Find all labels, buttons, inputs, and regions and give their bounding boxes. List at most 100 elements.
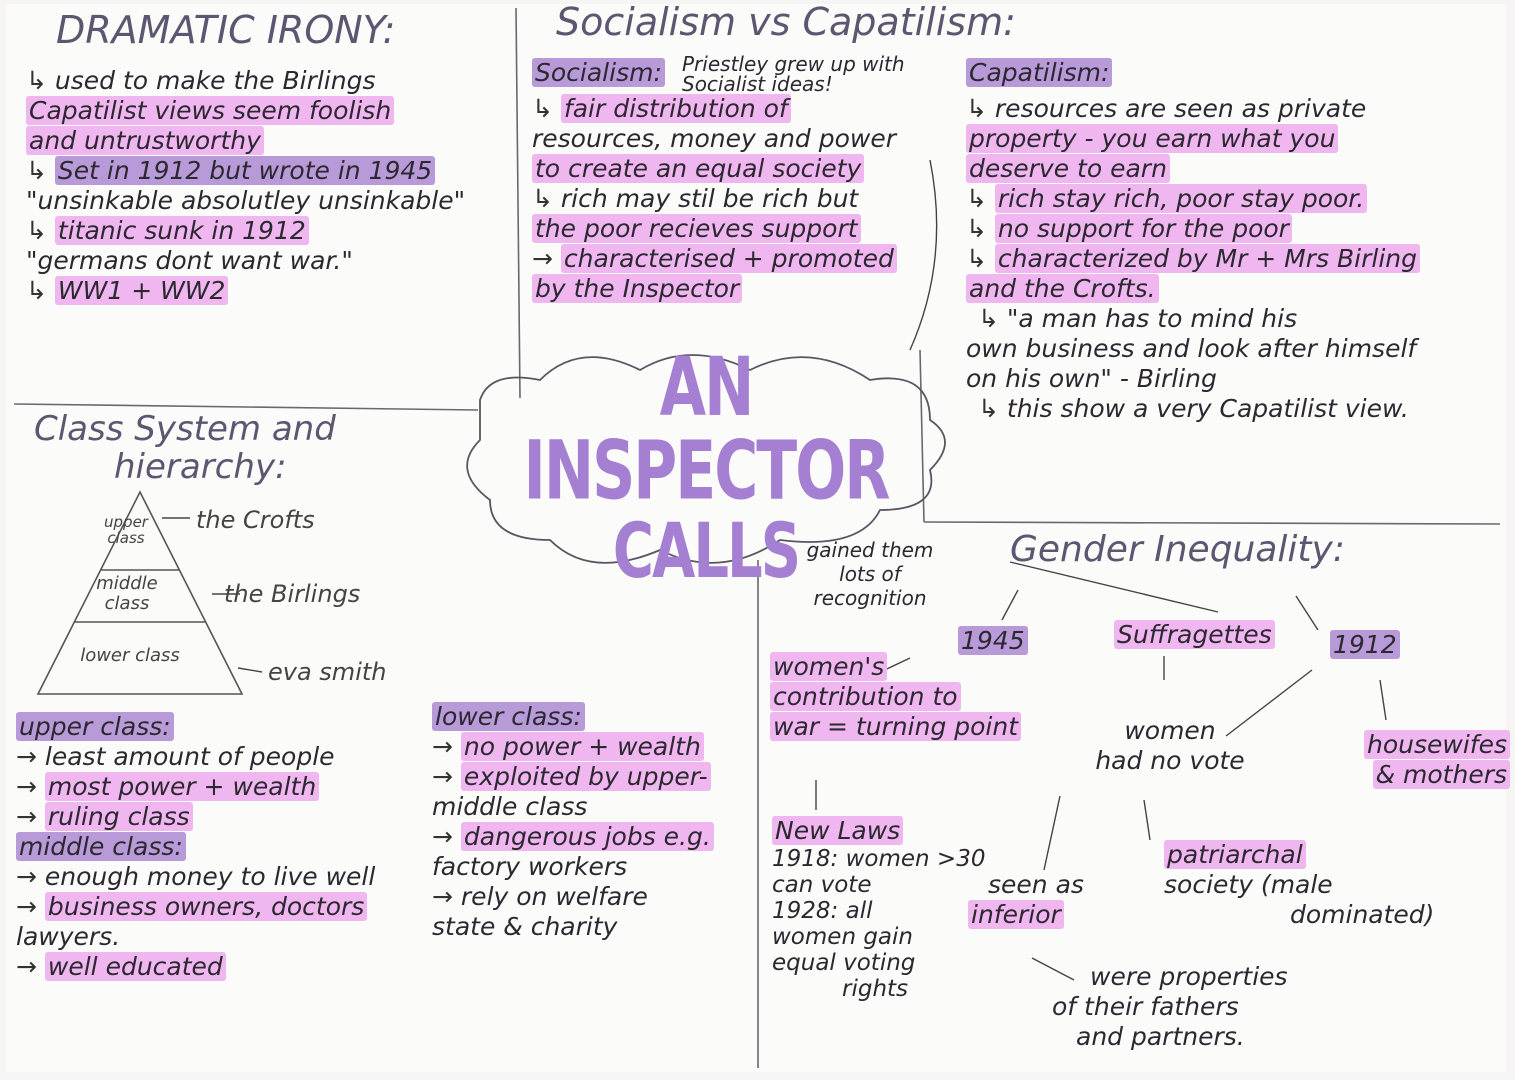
note-line: can vote — [772, 872, 872, 898]
priestley-note: Priestley grew up with Socialist ideas! — [682, 52, 905, 96]
note-line: women gain — [772, 924, 913, 950]
properties-notes: were properties of their fathers and par… — [1052, 962, 1312, 1052]
note-line: upper class: — [16, 712, 436, 742]
housewives-notes: housewifes & mothers — [1350, 730, 1510, 790]
arrow-icon: → — [532, 244, 561, 273]
lower-class-notes: lower class: → no power + wealth → explo… — [432, 702, 756, 942]
note-line: and the Crofts. — [966, 274, 1506, 304]
arrow-icon: → — [16, 892, 45, 921]
note-line: war = turning point — [770, 712, 1022, 742]
note-line: ↳ WW1 + WW2 — [26, 276, 506, 306]
note-line: ↳ resources are seen as private — [966, 94, 1367, 123]
quote-line: own business and look after himself — [966, 334, 1417, 363]
note-line: and untrustworthy — [26, 126, 506, 156]
no-vote-notes: women had no vote — [1080, 716, 1260, 776]
arrow-icon: → — [16, 742, 45, 771]
note-line: → ruling class — [16, 802, 436, 832]
note-line: 1928: all — [772, 898, 873, 924]
arrow-icon: → — [16, 952, 45, 981]
capitalism-notes: Capatilism: ↳ resources are seen as priv… — [966, 58, 1506, 424]
dramatic-irony-section: DRAMATIC IRONY: — [56, 8, 395, 52]
arrow-icon: ↳ — [532, 94, 561, 123]
main-title: AN INSPECTOR CALLS — [476, 346, 936, 592]
note-line: deserve to earn — [966, 154, 1506, 184]
gained-recognition-note: gained them lots of recognition — [806, 538, 934, 610]
upper-class-title: upper class: — [16, 712, 174, 741]
note-line: women — [1124, 716, 1216, 745]
note-line: patriarchal — [1164, 840, 1464, 870]
socialism-notes: Socialism: Priestley grew up with Social… — [532, 54, 942, 304]
arrow-icon: ↳ — [966, 244, 995, 273]
dramatic-irony-heading: DRAMATIC IRONY: — [56, 8, 396, 52]
arrow-icon: ↳ — [26, 66, 55, 95]
note-line: → dangerous jobs e.g. — [432, 822, 756, 852]
arrow-icon: ↳ — [978, 394, 1007, 423]
note-line: Capatilism: — [966, 58, 1506, 88]
note-line: → exploited by upper- — [432, 762, 756, 792]
note-line: → most power + wealth — [16, 772, 436, 802]
note-line: → well educated — [16, 952, 436, 982]
upper-middle-class-notes: upper class: → least amount of people → … — [16, 712, 436, 982]
note-line: and partners. — [1076, 1022, 1245, 1051]
note-line: the poor recieves support — [532, 214, 942, 244]
quote-line: "unsinkable absolutley unsinkable" — [26, 186, 466, 215]
note-line: dominated) — [1290, 900, 1435, 929]
note-line: of their fathers — [1052, 992, 1239, 1021]
note-line: by the Inspector — [532, 274, 942, 304]
lower-class-title: lower class: — [432, 702, 585, 731]
quote-line: ↳ "a man has to mind his — [978, 304, 1298, 333]
note-line: resources, money and power — [532, 124, 897, 153]
note-line: & mothers — [1350, 760, 1510, 790]
arrow-icon: → — [16, 772, 45, 801]
note-line: middle class: — [16, 832, 436, 862]
note-line: → rely on welfare — [432, 882, 648, 911]
note-line: property - you earn what you — [966, 124, 1506, 154]
note-line: equal voting — [772, 950, 916, 976]
note-line: middle class — [432, 792, 588, 821]
socialism-capitalism-heading: Socialism vs Capatilism: — [556, 0, 1016, 44]
note-line: ↳ rich stay rich, poor stay poor. — [966, 184, 1506, 214]
seen-inferior-notes: seen as inferior — [968, 870, 1098, 930]
patriarchal-notes: patriarchal society (male dominated) — [1164, 840, 1464, 930]
quote-line: "germans dont want war." — [26, 246, 353, 275]
note-line: lawyers. — [16, 922, 121, 951]
pyramid-tier-lower: lower class — [80, 645, 180, 666]
note-line: → enough money to live well — [16, 862, 376, 891]
title-line-1: AN INSPECTOR — [523, 340, 891, 519]
arrow-icon: → — [16, 802, 45, 831]
women-contribution-notes: women's contribution to war = turning po… — [770, 652, 1022, 742]
socialism-subheading: Socialism: — [532, 58, 665, 87]
arrow-icon: → — [432, 762, 461, 791]
note-line: Socialism: — [532, 58, 942, 88]
note-line: contribution to — [770, 682, 1020, 712]
year-1945: 1945 — [958, 626, 1028, 656]
arrow-icon: → — [432, 732, 461, 761]
note-line: New Laws — [772, 816, 1002, 846]
note-line: → least amount of people — [16, 742, 335, 771]
note-line: housewifes — [1350, 730, 1510, 760]
note-line: society (male — [1164, 870, 1333, 899]
note-line: ↳ used to make the Birlings — [26, 66, 376, 95]
arrow-icon: ↳ — [26, 156, 55, 185]
note-line: women's — [770, 652, 1020, 682]
pyramid-who-middle: the Birlings — [224, 580, 361, 608]
pyramid-who-upper: the Crofts — [196, 506, 315, 534]
arrow-icon: ↳ — [966, 184, 995, 213]
note-line: 1918: women >30 — [772, 846, 986, 872]
arrow-icon: → — [432, 882, 461, 911]
note-line: ↳ Set in 1912 but wrote in 1945 — [26, 156, 506, 186]
arrow-icon: ↳ — [532, 184, 561, 213]
note-line: Capatilist views seem foolish — [26, 96, 506, 126]
arrow-icon: ↳ — [26, 276, 55, 305]
gender-heading: Gender Inequality: — [1010, 529, 1345, 570]
gender-section: Gender Inequality: — [1010, 528, 1345, 572]
pyramid-tier-upper: upper class — [104, 513, 148, 547]
note-line: ↳ rich may stil be rich but — [532, 184, 859, 213]
quote-line: on his own" - Birling — [966, 364, 1217, 393]
class-system-section: Class System and hierarchy: — [34, 410, 336, 486]
arrow-icon: ↳ — [978, 304, 1007, 333]
note-line: ↳ fair distribution of — [532, 94, 942, 124]
dramatic-irony-notes: ↳ used to make the Birlings Capatilist v… — [26, 66, 506, 306]
title-line-2: CALLS — [612, 508, 801, 596]
note-line: ↳ this show a very Capatilist view. — [978, 394, 1409, 423]
